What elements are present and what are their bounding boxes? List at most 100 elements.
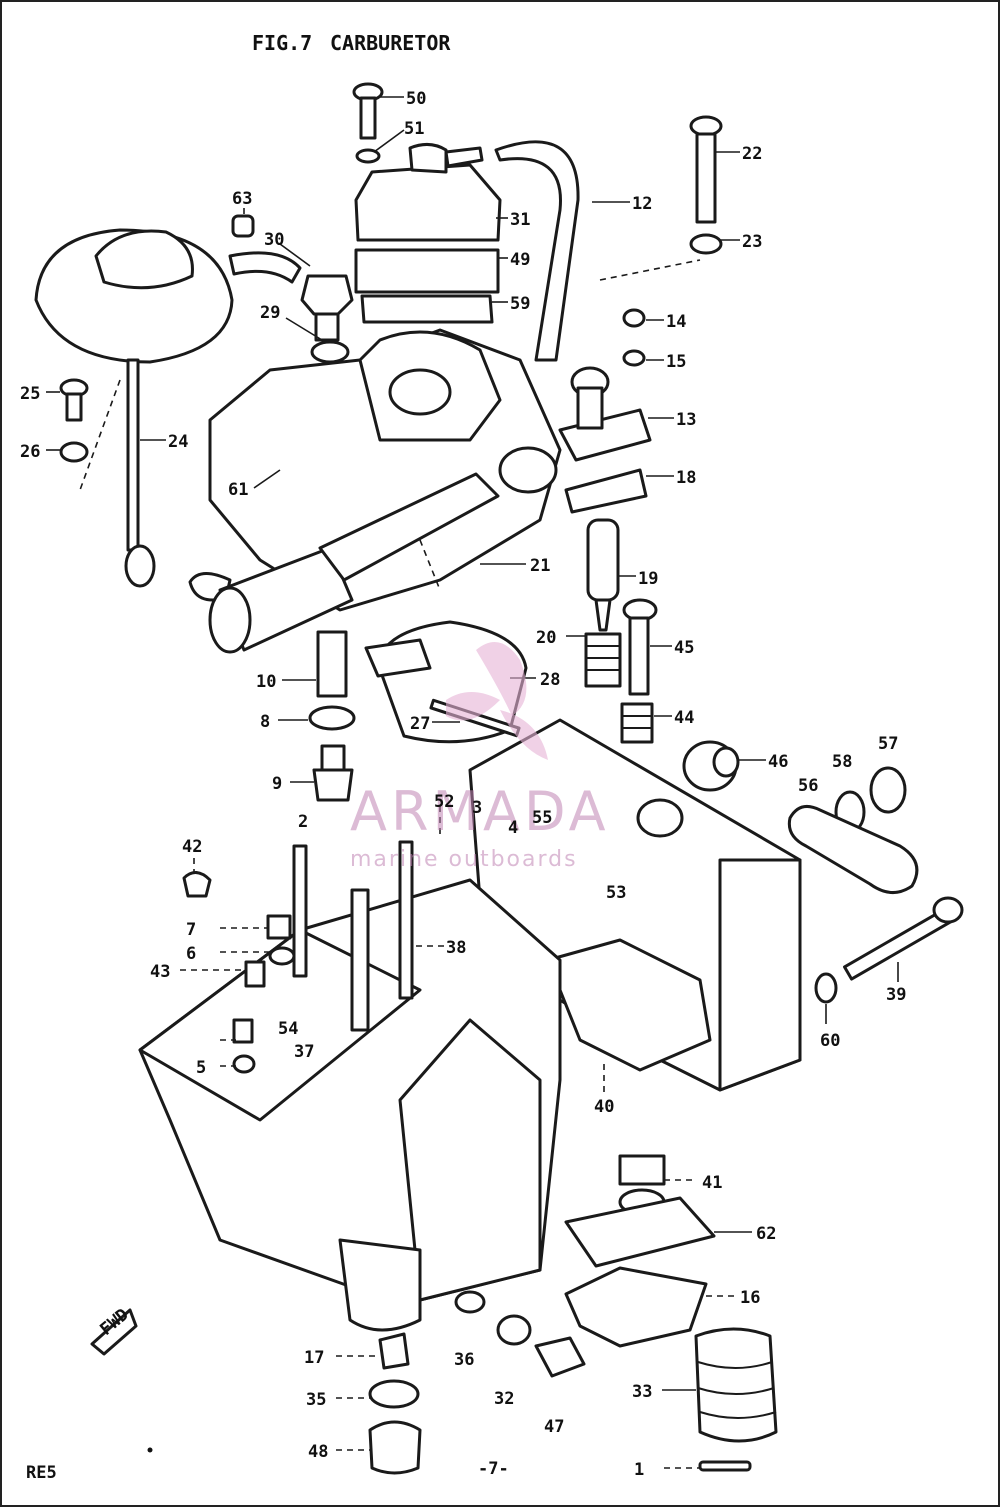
drain-screw-33 [368,1420,422,1475]
washer-39 [814,972,838,1004]
linkage-37 [546,938,712,1072]
callout-56: 56 [798,776,818,796]
screw-22 [689,115,723,224]
watermark: ARMADA marine outboards [350,642,610,872]
callout-22: 22 [742,144,762,164]
jet-7 [266,914,292,940]
cap-35 [534,1336,586,1378]
dot-mark [147,1447,153,1453]
callout-16: 16 [740,1288,760,1308]
callout-42: 42 [182,837,202,857]
callout-19: 19 [638,569,658,589]
forward-arrow-icon: FWD [90,1305,138,1356]
figure-title: CARBURETOR [330,31,451,55]
diaphragm-41 [564,1196,716,1268]
plug-63 [231,214,255,238]
throttle-body-53 [468,718,802,1092]
callout-6: 6 [186,944,196,964]
page-number: -7- [478,1459,509,1479]
callout-8: 8 [260,712,270,732]
callout-50: 50 [406,89,426,109]
callout-2: 2 [298,812,308,832]
fuel-pump-cover-31 [354,143,502,242]
callout-61: 61 [228,480,248,500]
washer-15 [622,349,646,367]
callout-27: 27 [410,714,430,734]
screw-14 [622,308,646,328]
gasket-18 [564,468,648,514]
callout-45: 45 [674,638,694,658]
pump-cover-62 [564,1266,708,1348]
callout-47: 47 [544,1417,564,1437]
fuel-pump-body-49 [354,248,500,294]
callout-48: 48 [308,1442,328,1462]
choke-fitting-13 [558,366,652,462]
footer-code: RE5 [26,1463,57,1483]
callout-17: 17 [304,1348,324,1368]
callout-33: 33 [632,1382,652,1402]
callout-51: 51 [404,119,424,139]
callout-29: 29 [260,303,280,323]
callout-20: 20 [536,628,556,648]
plug-42 [182,871,212,898]
callout-57: 57 [878,734,898,754]
choke-diaphragm-assembly [34,228,234,364]
bracket-56 [787,804,919,894]
callout-24: 24 [168,432,188,452]
callout-32: 32 [494,1389,514,1409]
callout-60: 60 [820,1031,840,1051]
callout-43: 43 [150,962,170,982]
callout-38: 38 [446,938,466,958]
o-ring-36 [496,1314,532,1346]
seal-17 [454,1290,486,1314]
callout-58: 58 [832,752,852,772]
jet-43 [244,960,266,988]
needle-19 [586,518,620,632]
jet-4 [232,1018,254,1044]
o-ring-8 [308,705,356,731]
watermark-tagline: marine outboards [350,847,578,872]
hose-30 [228,251,302,284]
callout-59: 59 [510,294,530,314]
carburetor-body-60 [138,878,562,1332]
screw-45 [622,598,658,696]
callout-10: 10 [256,672,276,692]
callout-55: 55 [532,808,552,828]
fuel-hose-12 [494,140,580,362]
filter-10 [316,630,348,698]
callout-44: 44 [674,708,694,728]
callout-13: 13 [676,410,696,430]
callout-52: 52 [434,792,454,812]
grommet-46 [682,740,740,792]
callout-37: 37 [294,1042,314,1062]
callout-26: 26 [20,442,40,462]
callout-25: 25 [20,384,40,404]
o-ring-6 [268,946,296,966]
leader-lines [46,96,899,1469]
gasket-59 [360,294,494,324]
gasket-32 [368,1379,420,1409]
callout-1: 1 [634,1460,644,1480]
callout-30: 30 [264,230,284,250]
screws-2 [292,840,414,1032]
callout-35: 35 [306,1390,326,1410]
watermark-brand: ARMADA [350,780,610,843]
callout-54: 54 [278,1019,298,1039]
callout-39: 39 [886,985,906,1005]
callout-18: 18 [676,468,696,488]
callout-3: 3 [472,798,482,818]
jet-9 [312,744,354,802]
callout-14: 14 [666,312,686,332]
callout-31: 31 [510,210,530,230]
hose-48 [698,1460,752,1472]
callout-41: 41 [702,1173,722,1193]
carburetor-upper-body-21 [188,328,562,612]
filter-47 [694,1327,778,1443]
figure-number: FIG.7 [252,31,312,55]
screw-50 [352,82,384,140]
callout-5: 5 [196,1058,206,1078]
float-61 [208,472,500,654]
